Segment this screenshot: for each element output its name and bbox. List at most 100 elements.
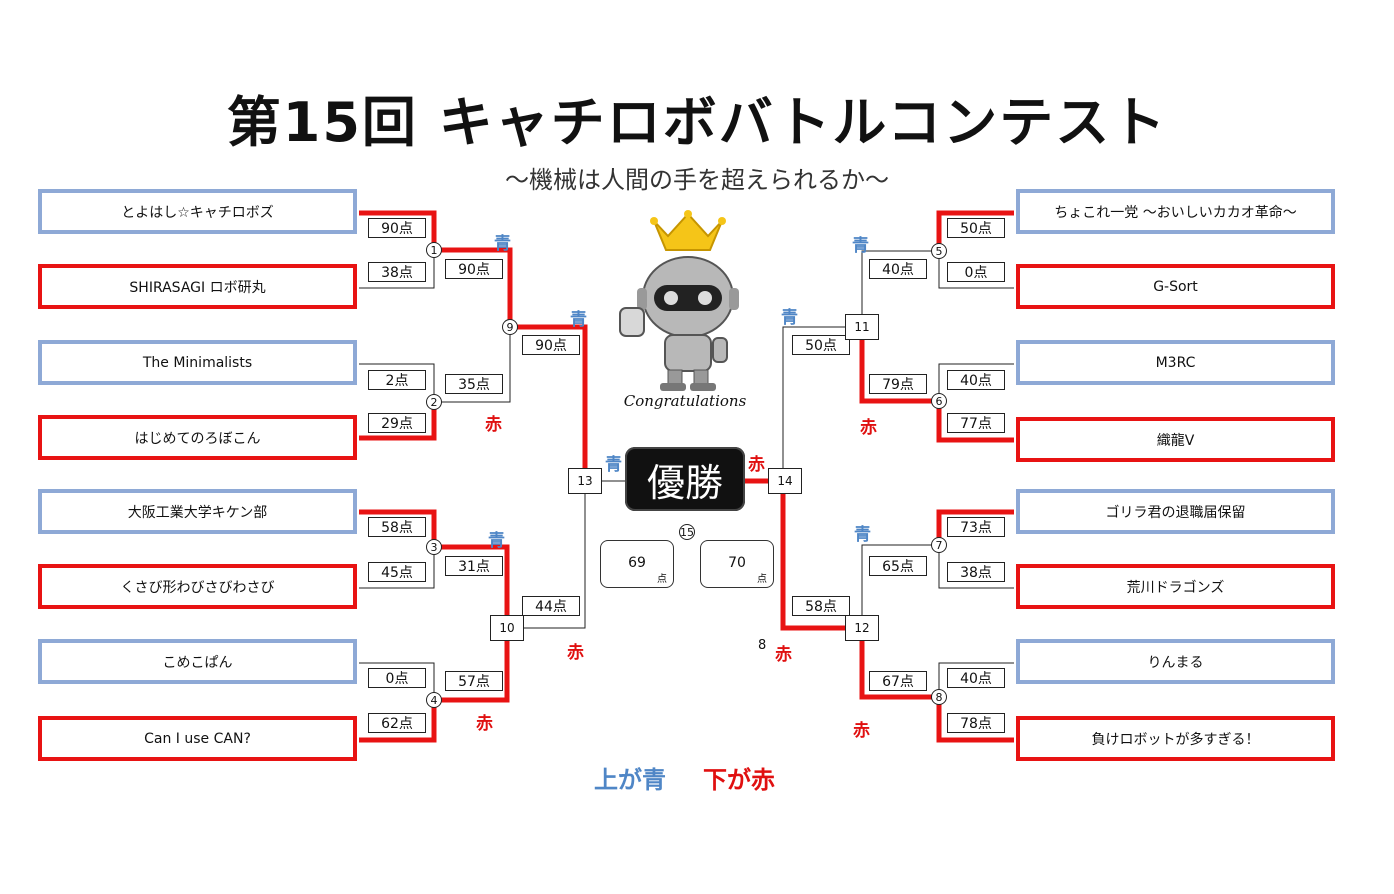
score-r1-16: 78点 — [947, 713, 1005, 733]
score-r2-m8: 67点 — [869, 671, 927, 691]
team-13: ゴリラ君の退職届保留 — [1016, 489, 1335, 534]
line-m6-top — [938, 363, 1014, 401]
team-5: 大阪工業大学キケン部 — [38, 489, 357, 534]
score-r1-1: 90点 — [368, 218, 426, 238]
score-r1-15: 40点 — [947, 668, 1005, 688]
score-sf-m11: 50点 — [792, 335, 850, 355]
line-m12-top — [861, 544, 939, 628]
score-r2-m4: 57点 — [445, 671, 503, 691]
final-red-score-box: 70 点 — [700, 540, 774, 588]
line-m3-bot — [359, 547, 435, 589]
team-4: はじめてのろぼこん — [38, 415, 357, 460]
score-r1-9: 50点 — [947, 218, 1005, 238]
line-m11-bot — [859, 327, 939, 404]
score-r1-14: 38点 — [947, 562, 1005, 582]
final-blue-score-box: 69 点 — [600, 540, 674, 588]
score-r1-5: 58点 — [368, 517, 426, 537]
line-m7-bot — [938, 545, 1014, 589]
label-red-m14: 赤 — [775, 645, 792, 665]
line-m4-bot — [359, 700, 437, 743]
score-r1-4: 29点 — [368, 413, 426, 433]
match-number-11: 11 — [845, 314, 879, 340]
score-r2-m2: 35点 — [445, 374, 503, 394]
label-blue-final: 青 — [605, 455, 622, 475]
score-r1-11: 40点 — [947, 370, 1005, 390]
match-number-9: 9 — [502, 319, 518, 335]
legend-blue: 上が青 — [594, 766, 666, 794]
line-m2-bot — [359, 402, 437, 441]
line-m9-top — [434, 247, 513, 327]
team-2: SHIRASAGI ロボ研丸 — [38, 264, 357, 309]
score-r2-m7: 65点 — [869, 556, 927, 576]
score-r2-m1: 90点 — [445, 259, 503, 279]
score-r1-12: 77点 — [947, 413, 1005, 433]
team-11: M3RC — [1016, 340, 1335, 385]
score-r2-m3: 31点 — [445, 556, 503, 576]
score-r1-8: 62点 — [368, 713, 426, 733]
line-m12-bot — [859, 628, 939, 700]
team-16: 負けロボットが多すぎる！ — [1016, 716, 1335, 761]
score-r2-m5: 40点 — [869, 259, 927, 279]
final-blue-unit: 点 — [657, 574, 667, 585]
match-number-1: 1 — [426, 242, 442, 258]
match-number-5: 5 — [931, 243, 947, 259]
team-14: 荒川ドラゴンズ — [1016, 564, 1335, 609]
score-sf-m10: 44点 — [522, 596, 580, 616]
score-r1-13: 73点 — [947, 517, 1005, 537]
line-m8-bot — [936, 697, 1014, 743]
line-m14-top — [782, 326, 862, 481]
team-3: The Minimalists — [38, 340, 357, 385]
team-1: とよはし☆キャチロボズ — [38, 189, 357, 234]
label-blue-m13: 青 — [570, 310, 587, 330]
line-m14-bot — [780, 481, 862, 631]
label-blue-m14: 青 — [781, 308, 798, 328]
line-m6-bot — [936, 401, 1014, 443]
champion-label: 優勝 — [625, 447, 745, 511]
label-red-m11: 赤 — [860, 418, 877, 438]
score-r1-3: 2点 — [368, 370, 426, 390]
label-red-m13: 赤 — [567, 643, 584, 663]
final-red-score: 70 — [728, 555, 746, 571]
page-subtitle: 〜機械は人間の手を超えられるか〜 — [505, 166, 889, 194]
team-8: Can I use CAN? — [38, 716, 357, 761]
match-number-8: 8 — [931, 689, 947, 705]
label-red-m10: 赤 — [476, 714, 493, 734]
final-red-unit: 点 — [757, 574, 767, 585]
match-number-15: 15 — [679, 524, 695, 540]
congratulations-text: Congratulations — [623, 392, 747, 410]
match-number-13: 13 — [568, 468, 602, 494]
line-m5-top — [936, 210, 1014, 251]
line-m1-top — [359, 210, 437, 250]
label-blue-m12: 青 — [854, 525, 871, 545]
line-m11-top — [861, 250, 939, 327]
match-number-12: 12 — [845, 615, 879, 641]
line-m13-bot — [507, 481, 586, 629]
line-m4-top — [359, 662, 435, 700]
score-r1-10: 0点 — [947, 262, 1005, 282]
team-10: G-Sort — [1016, 264, 1335, 309]
match-number-2: 2 — [426, 394, 442, 410]
line-m5-bot — [938, 251, 1014, 289]
final-extra-note: 8 — [758, 638, 767, 653]
label-red-m9: 赤 — [485, 415, 502, 435]
score-sf-m12: 58点 — [792, 596, 850, 616]
legend-red: 下が赤 — [703, 766, 775, 794]
team-6: くさび形わびさびわさび — [38, 564, 357, 609]
team-7: こめこぱん — [38, 639, 357, 684]
line-m1-bot — [359, 250, 435, 289]
match-number-7: 7 — [931, 537, 947, 553]
label-red-m12: 赤 — [853, 721, 870, 741]
score-sf-m9: 90点 — [522, 335, 580, 355]
label-blue-m10: 青 — [488, 531, 505, 551]
match-number-4: 4 — [426, 692, 442, 708]
match-number-3: 3 — [426, 539, 442, 555]
line-m10-top — [434, 544, 510, 628]
line-m3-top — [359, 509, 437, 547]
score-r1-2: 38点 — [368, 262, 426, 282]
final-blue-score: 69 — [628, 555, 646, 571]
page-title: 第15回 キャチロボバトルコンテスト — [226, 91, 1168, 154]
team-12: 織龍V — [1016, 417, 1335, 462]
label-red-final: 赤 — [748, 455, 765, 475]
